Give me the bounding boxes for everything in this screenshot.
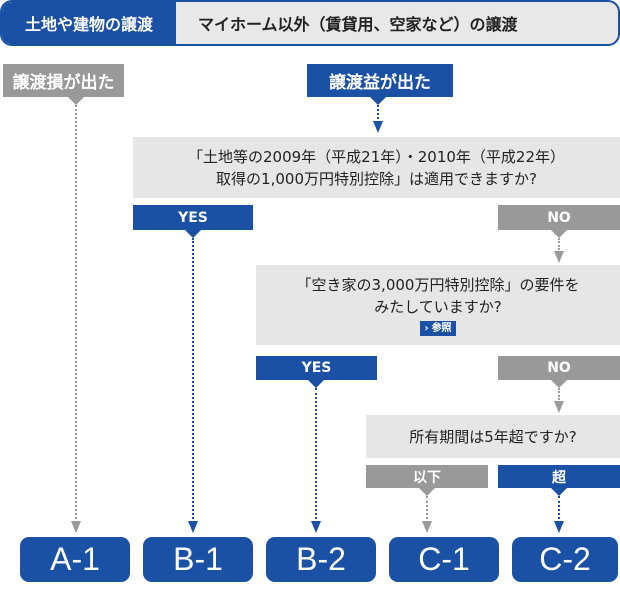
question-box-3: 所有期間は5年超ですか? bbox=[366, 415, 620, 458]
category-label: 土地や建物の譲渡 bbox=[2, 2, 176, 44]
result-c-1-button[interactable]: C-1 bbox=[389, 537, 499, 582]
arrow-down-icon bbox=[554, 251, 564, 263]
result-b-1-button[interactable]: B-1 bbox=[143, 537, 253, 582]
q3-over-connector-line bbox=[558, 496, 560, 523]
loss-start-label: 譲渡損が出た bbox=[3, 64, 124, 97]
q1-yes-label: YES bbox=[133, 205, 253, 230]
arrow-down-icon bbox=[554, 521, 564, 533]
gain-connector-line bbox=[377, 105, 379, 119]
loss-pointer bbox=[68, 97, 84, 105]
q3-over-label: 超 bbox=[498, 465, 620, 488]
q1-yes-pointer bbox=[185, 230, 201, 238]
gain-pointer bbox=[370, 97, 386, 105]
result-a-1-button[interactable]: A-1 bbox=[20, 537, 130, 582]
question-3-line-1: 所有期間は5年超ですか? bbox=[409, 427, 577, 446]
q3-below-connector-line bbox=[426, 496, 428, 523]
result-c-2-button[interactable]: C-2 bbox=[512, 537, 618, 582]
q2-no-label: NO bbox=[498, 356, 620, 380]
q3-below-pointer bbox=[419, 488, 435, 496]
q3-over-pointer bbox=[551, 488, 567, 496]
q1-no-label: NO bbox=[498, 205, 620, 230]
arrow-down-icon bbox=[311, 521, 321, 533]
result-b-2-button[interactable]: B-2 bbox=[266, 537, 376, 582]
q3-below-label: 以下 bbox=[366, 465, 488, 488]
page-title: マイホーム以外（賃貸用、空家など）の譲渡 bbox=[198, 15, 518, 34]
reference-link[interactable]: ›参照 bbox=[420, 321, 456, 336]
q1-no-connector-line bbox=[558, 238, 560, 250]
chevron-right-icon: › bbox=[424, 323, 429, 334]
question-1-line-1: 「土地等の2009年（平成21年）・2010年（平成22年） bbox=[187, 147, 566, 166]
q2-no-pointer bbox=[551, 380, 567, 388]
question-1-line-2: 取得の1,000万円特別控除」は適用できますか? bbox=[216, 169, 537, 188]
arrow-down-icon bbox=[71, 521, 81, 533]
question-2-line-2: みたしていますか? bbox=[374, 298, 502, 316]
arrow-down-icon bbox=[422, 521, 432, 533]
gain-start-label: 譲渡益が出た bbox=[307, 64, 453, 97]
category-header: 土地や建物の譲渡 マイホーム以外（賃貸用、空家など）の譲渡 bbox=[0, 0, 620, 46]
question-2-line-1: 「空き家の3,000万円特別控除」の要件を bbox=[296, 276, 580, 294]
question-box-1: 「土地等の2009年（平成21年）・2010年（平成22年） 取得の1,000万… bbox=[133, 137, 620, 198]
q2-yes-connector-line bbox=[315, 388, 317, 523]
q2-yes-pointer bbox=[308, 380, 324, 388]
arrow-down-icon bbox=[373, 121, 383, 133]
q1-no-pointer bbox=[551, 230, 567, 238]
q2-yes-label: YES bbox=[256, 356, 377, 380]
q2-no-connector-line bbox=[558, 388, 560, 400]
arrow-down-icon bbox=[554, 401, 564, 413]
question-box-2: 「空き家の3,000万円特別控除」の要件を みたしていますか? ›参照 bbox=[256, 265, 620, 345]
loss-connector-line bbox=[75, 105, 77, 523]
reference-link-label: 参照 bbox=[431, 323, 452, 334]
q1-yes-connector-line bbox=[192, 238, 194, 523]
arrow-down-icon bbox=[188, 521, 198, 533]
